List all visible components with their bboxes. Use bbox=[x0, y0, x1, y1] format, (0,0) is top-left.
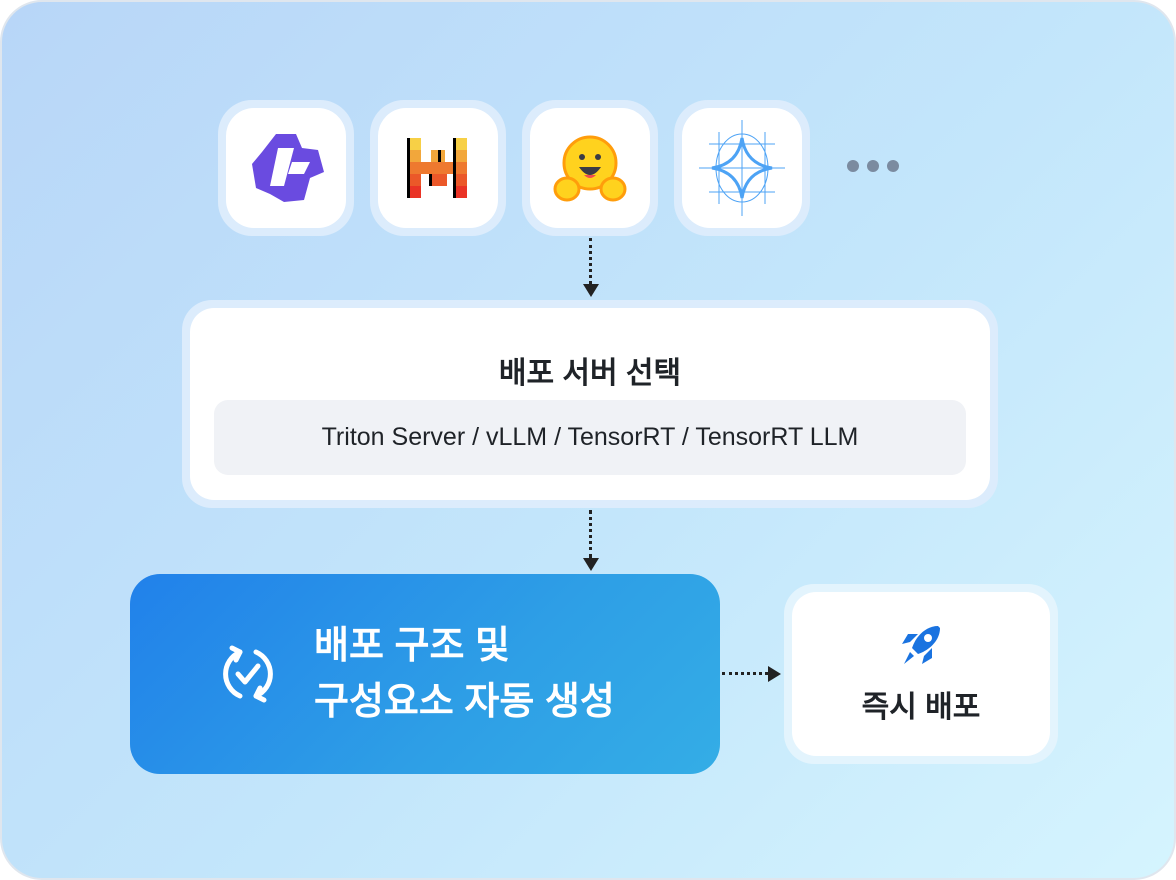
server-selection-box: 배포 서버 선택 Triton Server / vLLM / TensorRT… bbox=[182, 300, 998, 508]
connector-line bbox=[722, 672, 768, 675]
auto-generate-box: 배포 구조 및 구성요소 자동 생성 bbox=[130, 574, 720, 774]
model-tile-qwen bbox=[218, 100, 354, 236]
instant-deploy-box: 즉시 배포 bbox=[784, 584, 1058, 764]
auto-generate-line1: 배포 구조 및 bbox=[314, 625, 510, 667]
server-selection-title: 배포 서버 선택 bbox=[498, 357, 682, 390]
more-models-icon bbox=[847, 160, 899, 172]
arrow-down-icon bbox=[583, 558, 599, 571]
rocket-icon bbox=[902, 626, 940, 664]
model-tile-mistral bbox=[370, 100, 506, 236]
mistral-logo-icon bbox=[407, 138, 467, 198]
qwen-logo-icon bbox=[252, 134, 324, 202]
connector-line bbox=[589, 238, 592, 284]
instant-deploy-label: 즉시 배포 bbox=[861, 691, 981, 724]
auto-generate-line2: 구성요소 자동 생성 bbox=[314, 681, 615, 723]
model-tile-huggingface bbox=[522, 100, 658, 236]
huggingface-logo-icon bbox=[553, 135, 627, 202]
server-options: Triton Server / vLLM / TensorRT / Tensor… bbox=[214, 400, 966, 475]
refresh-check-icon bbox=[223, 645, 273, 703]
arrow-down-icon bbox=[583, 284, 599, 297]
connector-line bbox=[589, 510, 592, 558]
model-tile-gemini bbox=[674, 100, 810, 236]
gemini-logo-icon bbox=[699, 120, 785, 216]
arrow-right-icon bbox=[768, 666, 781, 682]
